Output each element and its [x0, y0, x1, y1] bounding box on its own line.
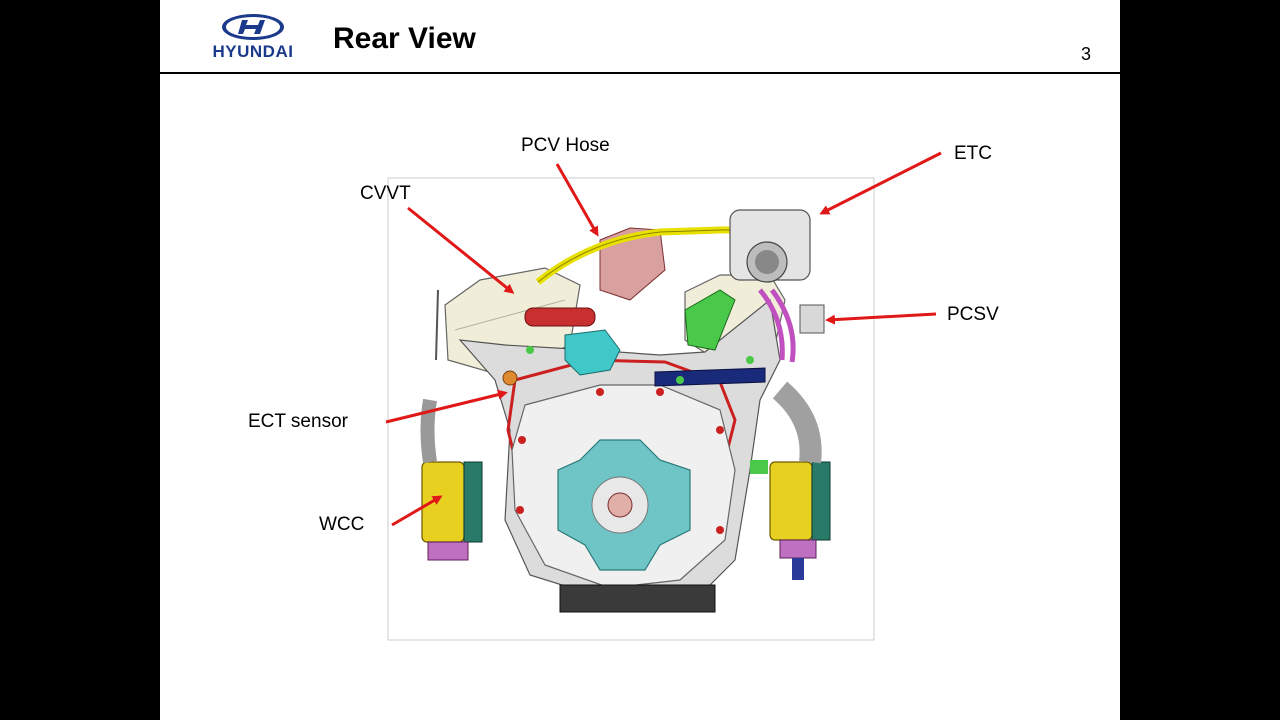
label-pcsv: PCSV [947, 304, 999, 325]
hyundai-emblem-icon [222, 14, 284, 40]
slide: HYUNDAI Rear View 3 [160, 0, 1120, 720]
label-pcv-hose: PCV Hose [521, 135, 610, 156]
label-etc: ETC [954, 143, 992, 164]
label-cvvt: CVVT [360, 183, 411, 204]
page-title: Rear View [333, 22, 476, 55]
etc-arrow [819, 151, 942, 215]
pcsv-arrow [825, 312, 937, 325]
label-wcc: WCC [319, 514, 365, 535]
wcc-arrow [391, 495, 443, 527]
cvvt-arrow [407, 206, 515, 294]
ect-sensor-arrow [385, 389, 508, 424]
hyundai-wordmark: HYUNDAI [212, 42, 294, 61]
label-ect-sensor: ECT sensor [248, 411, 348, 432]
pcv-hose-arrow [555, 163, 599, 237]
header-divider [160, 72, 1120, 74]
hyundai-logo: HYUNDAI [205, 12, 301, 62]
engine-illustration [420, 209, 831, 613]
engine-rear-view-diagram [385, 151, 942, 641]
page-number: 3 [1081, 44, 1092, 64]
